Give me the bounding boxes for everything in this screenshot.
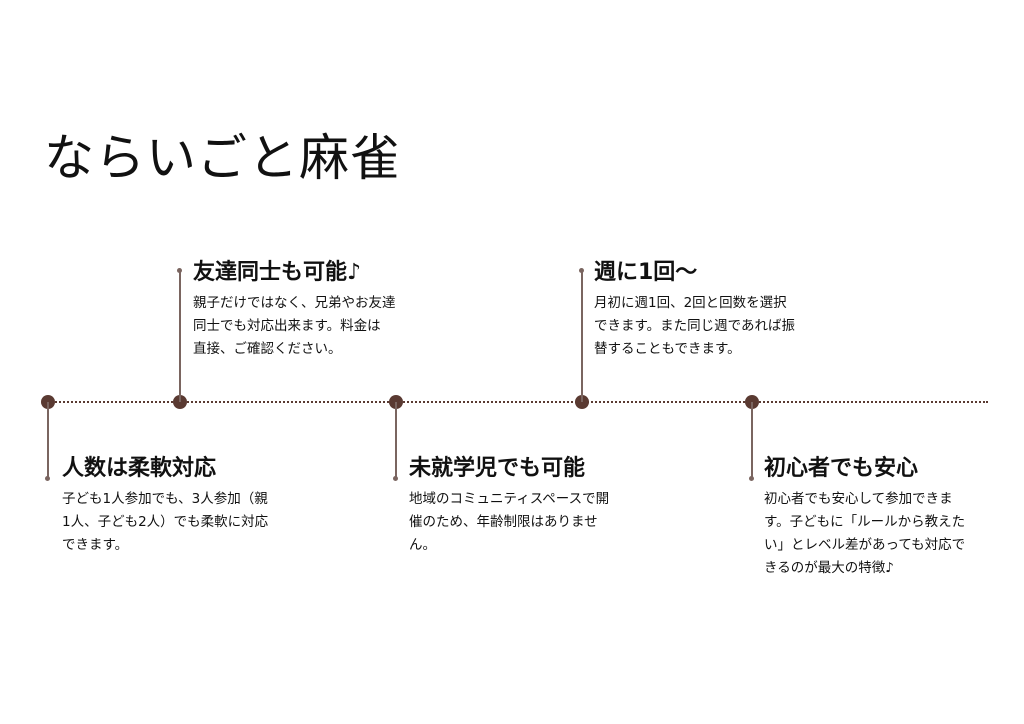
item-text: 催のため、年齢制限はありませ: [409, 514, 598, 530]
item-text: 替することもできます。: [594, 341, 741, 357]
connector-line: [581, 270, 583, 402]
item-text: す。子どもに「ルールから教えた: [764, 514, 966, 530]
timeline-item-preschool: 未就学児でも可能 地域のコミュニティスペースで開 催のため、年齢制限はありませ …: [409, 450, 649, 557]
item-text: 1人、子ども2人）でも柔軟に対応: [62, 514, 269, 530]
page-title: ならいごと麻雀: [44, 129, 401, 187]
item-text: 同士でも対応出来ます。料金は: [193, 318, 381, 334]
item-text: い」とレベル差があっても対応で: [764, 537, 966, 553]
timeline-axis: [48, 401, 988, 403]
item-text: ん。: [409, 537, 436, 553]
item-text: 地域のコミュニティスペースで開: [409, 491, 610, 507]
connector-tip: [579, 268, 584, 273]
timeline-item-beginners: 初心者でも安心 初心者でも安心して参加できま す。子どもに「ルールから教えた い…: [764, 450, 1004, 580]
item-text: 月初に週1回、2回と回数を選択: [594, 295, 787, 311]
item-heading: 週に1回〜: [594, 260, 698, 285]
connector-line: [395, 402, 397, 478]
timeline-dot: [575, 395, 589, 409]
item-heading: 未就学児でも可能: [409, 456, 586, 481]
item-heading: 友達同士も可能♪: [193, 260, 362, 285]
connector-line: [179, 270, 181, 402]
item-heading: 初心者でも安心: [764, 456, 919, 481]
item-text: できます。また同じ週であれば振: [594, 318, 796, 334]
item-text: できます。: [62, 537, 129, 553]
connector-tip: [45, 476, 50, 481]
timeline-dot: [173, 395, 187, 409]
item-text: 子ども1人参加でも、3人参加（親: [62, 491, 268, 507]
item-text: 直接、ご確認ください。: [193, 341, 342, 357]
connector-tip: [749, 476, 754, 481]
connector-tip: [393, 476, 398, 481]
item-heading: 人数は柔軟対応: [62, 456, 217, 481]
timeline-item-group-size: 人数は柔軟対応 子ども1人参加でも、3人参加（親 1人、子ども2人）でも柔軟に対…: [62, 450, 302, 557]
item-text: 初心者でも安心して参加できま: [764, 491, 953, 507]
timeline-item-weekly: 週に1回〜 月初に週1回、2回と回数を選択 できます。また同じ週であれば振 替す…: [594, 254, 834, 361]
connector-line: [751, 402, 753, 478]
item-text: 親子だけではなく、兄弟やお友達: [193, 295, 396, 311]
timeline-item-friends: 友達同士も可能♪ 親子だけではなく、兄弟やお友達 同士でも対応出来ます。料金は …: [193, 254, 433, 361]
connector-line: [47, 402, 49, 478]
connector-tip: [177, 268, 182, 273]
item-text: きるのが最大の特徴♪: [764, 560, 894, 576]
